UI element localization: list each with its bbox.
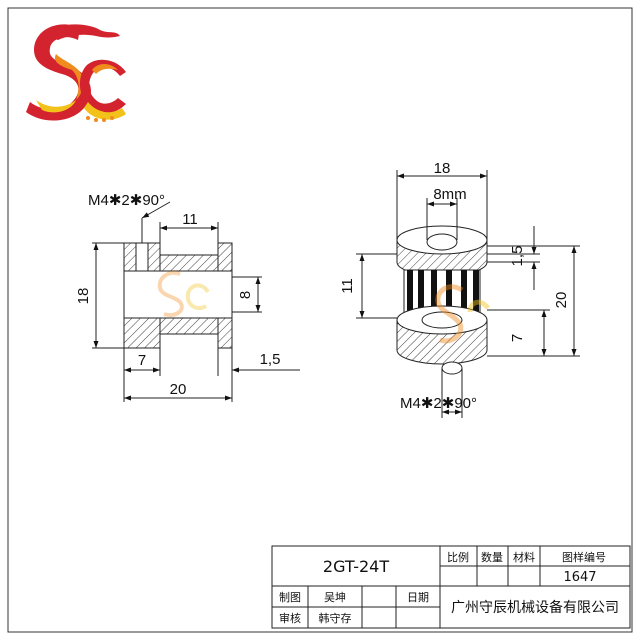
tooth [418,270,424,320]
tooth [431,270,437,320]
drawn-by: 吴坤 [324,590,346,604]
drawing-number: 1647 [563,570,596,585]
checked-by: 韩守存 [319,611,352,625]
drawn-label: 制图 [279,591,301,604]
watermark-logo [157,271,210,317]
tooth [446,270,452,320]
dim-total-height-label: 20 [553,292,570,309]
tooth [407,270,413,320]
dim-hub-width-label: 11 [182,211,198,228]
page-border [7,7,633,633]
dim-height-label: 18 [75,288,92,305]
tooth [473,270,479,320]
isometric-dimensions: 18 8mm 1,5 20 7 11 M4✱2✱90° [339,160,580,418]
dim-hub-height-label: 7 [509,334,526,342]
tooth [461,270,467,320]
dim-flange-thickness-label-right: 1,5 [509,246,526,267]
dim-bore-label-right: 8mm [433,186,466,203]
title-block: 2GT-24T 比例 数量 材料 图样编号 1647 制图 吴坤 日期 审核 韩… [271,545,631,629]
side-view-dimensions: 18 8 11 M4✱2✱90° 7 20 1,5 [75,192,300,402]
col-scale-label: 比例 [447,550,469,564]
company-logo [26,24,126,122]
dim-total-width-label: 20 [170,381,187,398]
side-section-view [123,242,233,349]
dim-flange-thickness-label: 1,5 [260,351,281,368]
dim-flange-width-label: 7 [138,352,146,369]
dim-bore-label: 8 [237,291,254,299]
date-label: 日期 [407,591,429,604]
iso-callout-label: M4✱2✱90° [400,395,477,412]
isometric-view [396,225,490,375]
pulley-teeth [407,270,479,320]
col-quantity-label: 数量 [481,551,503,564]
col-material-label: 材料 [513,550,535,564]
set-screw-hole [441,361,463,375]
watermark-logo-right [435,284,490,344]
dim-outer-diameter-label: 18 [434,160,451,177]
dim-teeth-height-label: 11 [339,278,356,294]
part-name: 2GT-24T [323,557,389,576]
side-callout-label: M4✱2✱90° [88,192,165,209]
checked-label: 审核 [279,611,301,625]
company-name: 广州守辰机械设备有限公司 [451,599,619,616]
col-drawing-no-label: 图样编号 [562,550,606,564]
